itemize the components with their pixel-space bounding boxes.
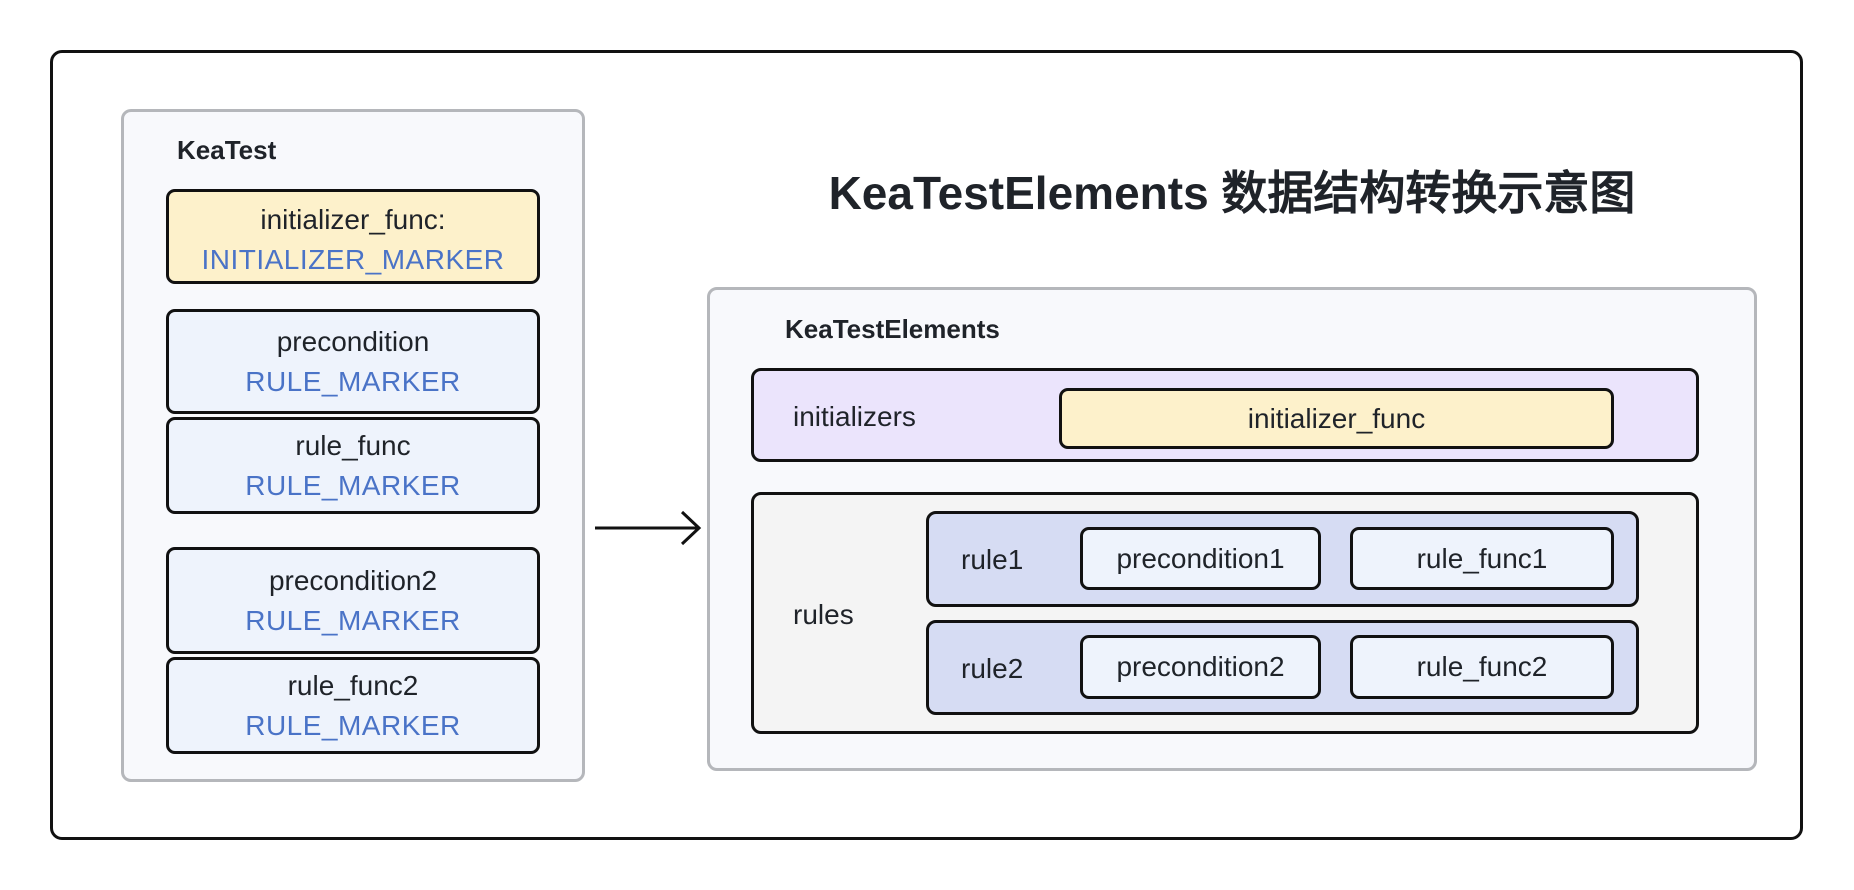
item-marker: RULE_MARKER [245, 709, 461, 741]
item-name: initializer_func: [260, 203, 446, 235]
rule2-label: rule2 [961, 653, 1024, 684]
diagram-title: KeaTestElements 数据结构转换示意图 [828, 167, 1636, 219]
item-marker: RULE_MARKER [245, 604, 461, 636]
item-name: rule_func2 [287, 669, 419, 701]
item-name: precondition2 [268, 564, 438, 596]
precondition2-box: precondition2 [1080, 635, 1321, 699]
initializer-func-label: initializer_func [1247, 402, 1426, 434]
keatest-item-rule-func2: rule_func2 RULE_MARKER [166, 657, 540, 754]
rule-func2-box: rule_func2 [1350, 635, 1614, 699]
item-marker: INITIALIZER_MARKER [201, 243, 505, 275]
item-marker: RULE_MARKER [245, 365, 461, 397]
rule-func2-label: rule_func2 [1416, 651, 1548, 682]
precondition1-label: precondition1 [1116, 542, 1285, 574]
keatest-label: KeaTest [177, 135, 277, 165]
diagram-frame [50, 50, 1803, 840]
keatest-item-rule-func: rule_func RULE_MARKER [166, 417, 540, 514]
right-arrow-icon [595, 510, 702, 546]
rule-func1-label: rule_func1 [1416, 542, 1548, 574]
rules-label: rules [793, 599, 854, 630]
keatest-item-precondition2: precondition2 RULE_MARKER [166, 547, 540, 654]
initializer-func-box: initializer_func [1059, 388, 1614, 449]
rule1-label: rule1 [961, 544, 1024, 575]
keatest-item-precondition: precondition RULE_MARKER [166, 309, 540, 414]
rule-func1-box: rule_func1 [1350, 527, 1614, 590]
keatest-item-initializer: initializer_func: INITIALIZER_MARKER [166, 189, 540, 284]
initializers-label: initializers [793, 401, 916, 432]
keatestelements-label: KeaTestElements [785, 314, 1000, 344]
precondition2-label: precondition2 [1116, 651, 1285, 682]
item-name: rule_func [295, 429, 411, 461]
item-name: precondition [276, 325, 430, 357]
precondition1-box: precondition1 [1080, 527, 1321, 590]
item-marker: RULE_MARKER [245, 469, 461, 501]
